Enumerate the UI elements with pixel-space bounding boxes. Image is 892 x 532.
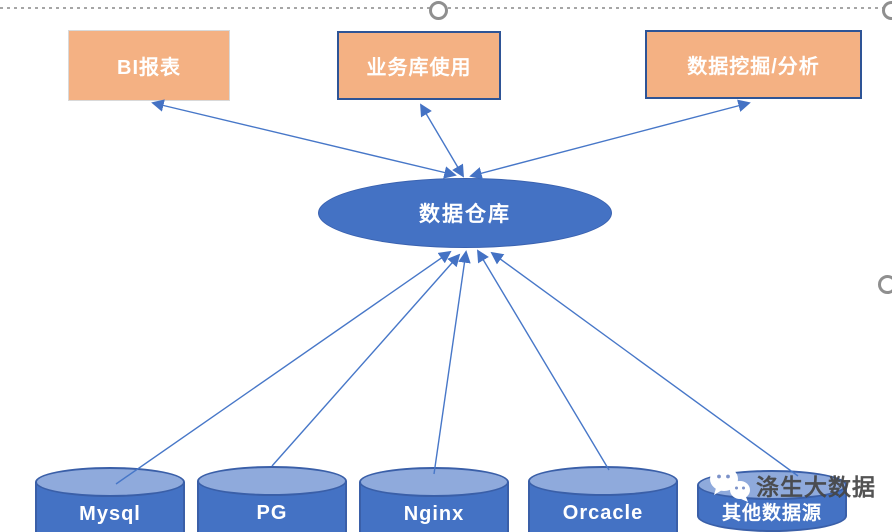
warehouse-label: 数据仓库: [419, 203, 511, 226]
app-box-business-db[interactable]: 业务库使用: [337, 31, 501, 100]
connector-pg-warehouse[interactable]: [271, 253, 461, 467]
wechat-icon: [710, 467, 750, 502]
cylinder-oracle-top: [528, 466, 678, 496]
connector-nginx-warehouse[interactable]: [433, 250, 471, 475]
cylinder-mysql[interactable]: Mysql: [35, 467, 185, 532]
app-box-data-mining[interactable]: 数据挖掘/分析: [645, 30, 862, 99]
connector-other-warehouse[interactable]: [490, 251, 799, 477]
cylinder-oracle[interactable]: Orcacle: [528, 466, 678, 532]
cylinder-other-sources-label: 其他数据源: [721, 503, 822, 524]
app-box-data-mining-label: 数据挖掘/分析: [687, 56, 820, 78]
connector-mysql-warehouse[interactable]: [115, 250, 452, 485]
watermark-text: 涤生大数据: [756, 474, 876, 500]
watermark: 涤生大数据: [708, 466, 876, 504]
connector-warehouse-data-mining[interactable]: [469, 99, 751, 180]
cylinder-other-sources[interactable]: 其他数据源: [697, 470, 847, 532]
connector-warehouse-business-db[interactable]: [420, 103, 464, 178]
cylinder-mysql-label: Mysql: [79, 503, 141, 525]
app-box-business-db-label: 业务库使用: [366, 57, 472, 79]
cylinder-pg-top: [197, 466, 347, 496]
cylinder-pg[interactable]: PG: [197, 466, 347, 532]
selection-handle-right-middle[interactable]: [878, 275, 892, 294]
cylinder-nginx-label: Nginx: [403, 503, 465, 525]
app-box-bi-report-label: BI报表: [117, 57, 181, 79]
selection-handle-top-right[interactable]: [882, 1, 892, 20]
cylinder-mysql-top: [35, 467, 185, 497]
warehouse-ellipse[interactable]: 数据仓库: [318, 178, 612, 248]
app-box-bi-report[interactable]: BI报表: [68, 30, 230, 101]
cylinder-pg-label: PG: [256, 502, 288, 524]
selection-handle-top-center[interactable]: [429, 1, 448, 20]
connector-oracle-warehouse[interactable]: [477, 249, 610, 471]
cylinder-nginx[interactable]: Nginx: [359, 467, 509, 532]
cylinder-oracle-label: Orcacle: [562, 502, 644, 524]
connector-warehouse-bi[interactable]: [151, 99, 457, 179]
